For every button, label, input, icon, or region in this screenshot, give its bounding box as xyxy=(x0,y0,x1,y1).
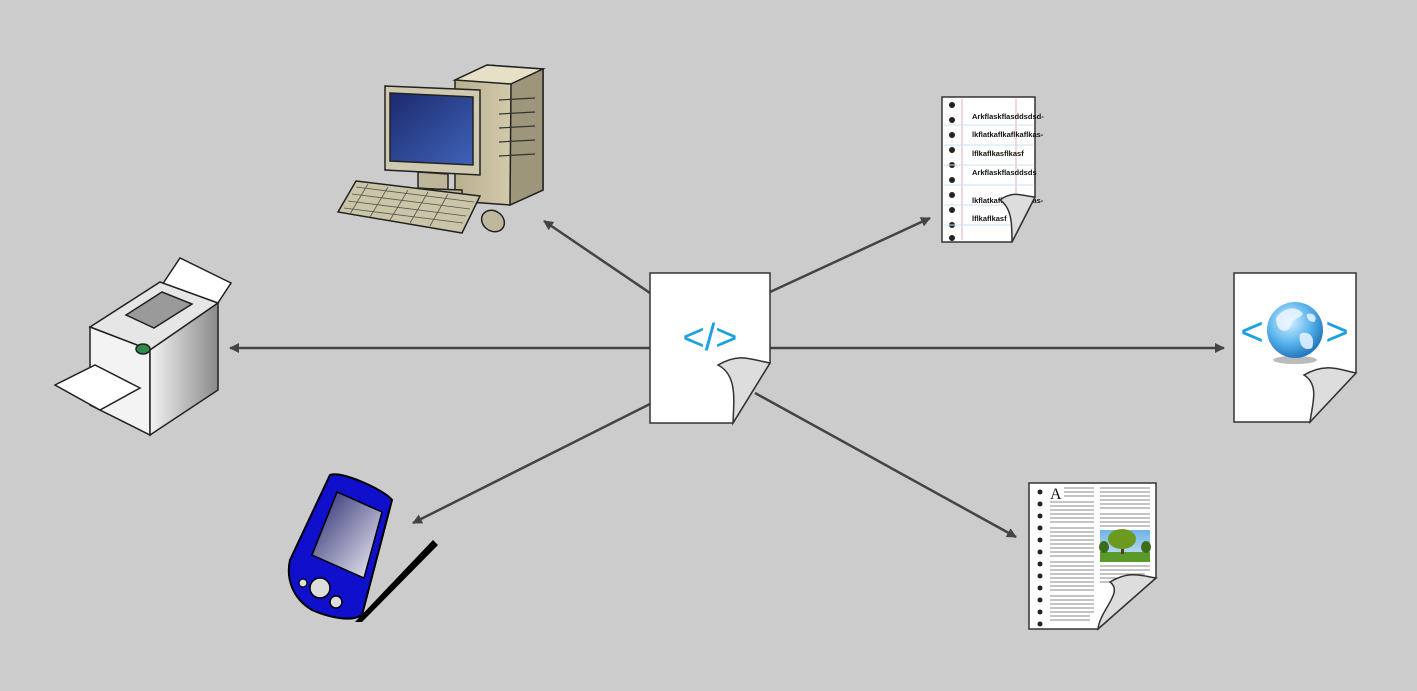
printer-icon xyxy=(53,257,233,437)
source-code-document: </> xyxy=(649,272,772,426)
article-document-icon: A xyxy=(1028,482,1158,631)
web-doc-right-bracket: > xyxy=(1325,310,1348,354)
desktop-computer-icon xyxy=(336,64,546,234)
text-doc-line-1: Arkflaskflasddsdsd- xyxy=(972,112,1044,121)
arrow-to-computer xyxy=(543,219,651,295)
article-photo-tree xyxy=(1099,529,1151,562)
text-doc-line-6: lflkaflkasf xyxy=(972,214,1007,223)
text-doc-line-3: lflkaflkasflkasf xyxy=(972,149,1024,158)
web-document-icon: < > xyxy=(1233,272,1358,425)
article-drop-cap: A xyxy=(1050,486,1062,503)
source-code-label: </> xyxy=(683,317,738,359)
globe-icon xyxy=(1267,302,1323,364)
web-doc-left-bracket: < xyxy=(1240,310,1263,354)
text-doc-line-4: Arkflaskflasddsds xyxy=(972,168,1037,177)
arrow-to-article-document xyxy=(754,391,1017,539)
arrow-to-text-document xyxy=(769,216,931,294)
arrow-to-handheld xyxy=(412,401,653,525)
connector-arrows xyxy=(229,216,1225,539)
text-document-icon: Arkflaskflasddsdsd- lkflatkaflkaflkaflka… xyxy=(941,96,1044,243)
text-doc-line-2: lkflatkaflkaflkaflkas- xyxy=(972,130,1044,139)
handheld-device-icon xyxy=(287,473,438,622)
